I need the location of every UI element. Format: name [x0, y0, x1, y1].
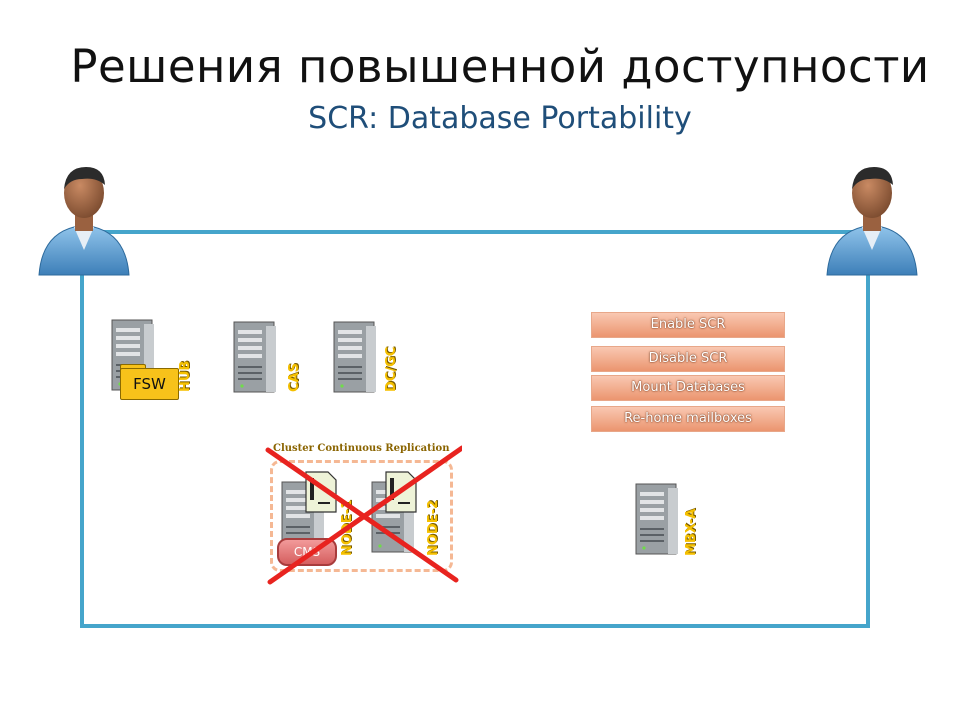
fsw-folder-icon: FSW — [120, 368, 179, 400]
cluster-label: Cluster Continuous Replication — [273, 443, 450, 454]
server-icon-cas — [233, 321, 276, 393]
server-label-cas: CAS — [287, 363, 302, 392]
page-title: Решения повышенной доступности — [70, 40, 930, 93]
rehome-mailboxes-button[interactable]: Re-home mailboxes — [591, 406, 785, 432]
failure-cross-icon — [265, 445, 462, 585]
mount-databases-button[interactable]: Mount Databases — [591, 375, 785, 401]
folder-tab-icon — [120, 364, 146, 371]
network-frame — [80, 230, 870, 628]
server-label-dcgc: DC/GC — [384, 346, 399, 392]
user-icon-left — [38, 167, 130, 276]
server-icon-mbxa — [635, 483, 678, 555]
disable-scr-button[interactable]: Disable SCR — [591, 346, 785, 372]
enable-scr-button[interactable]: Enable SCR — [591, 312, 785, 338]
cluster-box — [270, 460, 453, 572]
server-label-hub: HUB — [178, 360, 193, 392]
server-icon-dcgc — [333, 321, 376, 393]
page-subtitle: SCR: Database Portability — [308, 101, 692, 136]
server-label-mbxa: MBX-A — [684, 508, 699, 556]
user-icon-right — [826, 167, 918, 276]
